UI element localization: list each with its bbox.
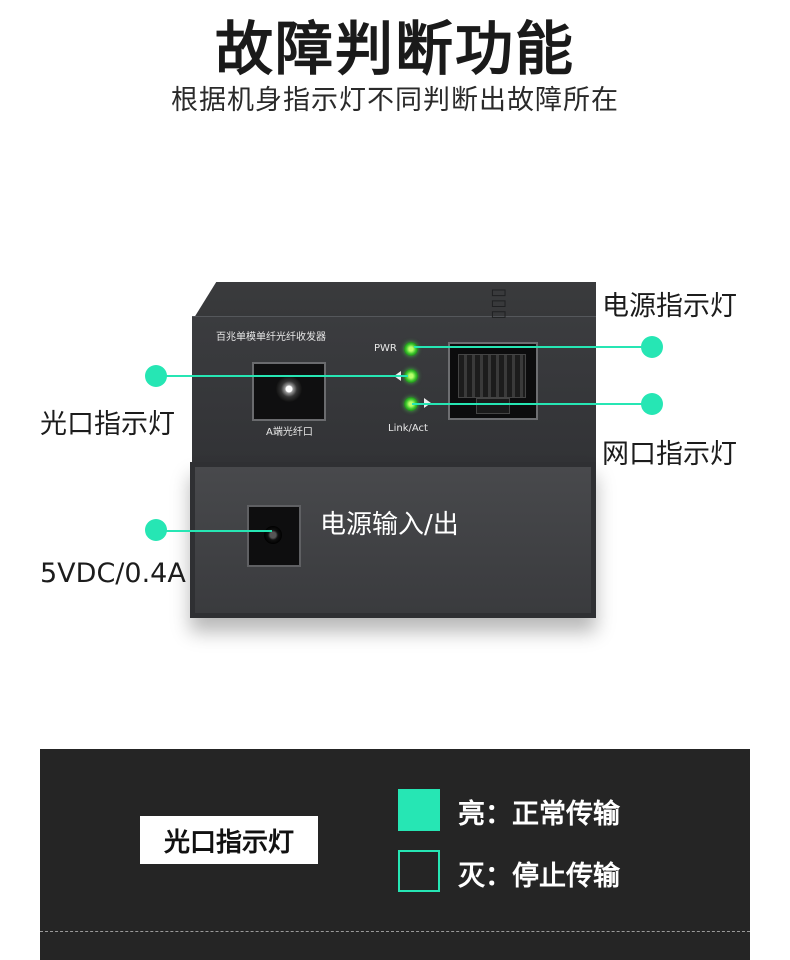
network-led-line <box>412 403 652 405</box>
model-label: 百兆单模单纤光纤收发器 <box>216 332 326 343</box>
fiber-led-line <box>156 375 408 377</box>
fiber-connector-icon <box>276 376 302 402</box>
legend-on-text: 亮：正常传输 <box>458 799 620 830</box>
power-led-line <box>414 346 652 348</box>
panel-divider <box>40 931 750 932</box>
brand-mark: ▯▯▯ <box>489 288 510 321</box>
power-jack-icon <box>264 526 282 544</box>
fiber-led-dot <box>145 365 167 387</box>
power-led-dot <box>641 336 663 358</box>
pwr-led-icon <box>404 342 418 356</box>
led-off-swatch-icon <box>398 850 440 892</box>
led-on-swatch-icon <box>398 789 440 831</box>
power-io-label: 电源输入/出 <box>320 510 459 540</box>
pwr-label: PWR <box>374 343 397 354</box>
link-act-label: Link/Act <box>388 423 428 434</box>
power-led-callout: 电源指示灯 <box>602 291 737 322</box>
power-jack-line <box>156 530 272 532</box>
power-jack-dot <box>145 519 167 541</box>
page-title: 故障判断功能 <box>214 15 575 83</box>
fiber-led-icon <box>404 369 418 383</box>
legend-indicator-name: 光口指示灯 <box>140 816 318 864</box>
network-led-dot <box>641 393 663 415</box>
power-jack <box>247 505 301 567</box>
page-subtitle: 根据机身指示灯不同判断出故障所在 <box>171 85 619 116</box>
rj45-latch <box>476 398 510 414</box>
rj45-pins <box>458 354 526 398</box>
legend-off-text: 灭：停止传输 <box>458 861 620 892</box>
link-led-icon <box>404 397 418 411</box>
fiber-led-callout: 光口指示灯 <box>40 409 175 440</box>
fiber-port <box>252 362 326 421</box>
fiber-port-label: A端光纤口 <box>266 427 313 438</box>
rj45-port <box>448 342 538 420</box>
network-led-callout: 网口指示灯 <box>602 439 737 470</box>
power-spec-callout: 5VDC/0.4A <box>40 558 186 589</box>
